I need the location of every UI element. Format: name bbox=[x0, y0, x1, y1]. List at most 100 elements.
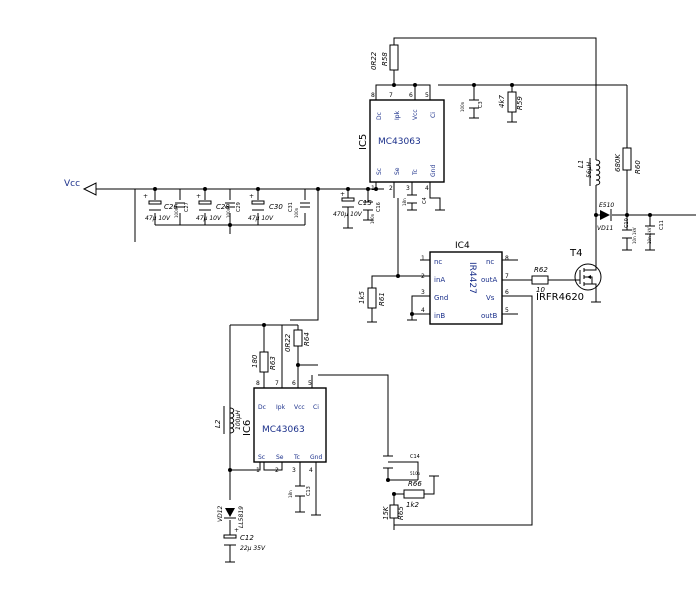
ic4-num-3: 3 bbox=[421, 289, 425, 296]
ic5-num-4: 4 bbox=[425, 185, 429, 192]
r66-ref: R66 bbox=[408, 480, 422, 488]
ic4-num-8: 8 bbox=[505, 255, 509, 262]
c3-ref: C3 bbox=[478, 101, 484, 108]
ic5-pin-dc: Dc bbox=[376, 112, 383, 120]
c3-val: 100n bbox=[460, 101, 465, 112]
ic4-num-1: 1 bbox=[421, 255, 425, 262]
ic4-part: IR4427 bbox=[467, 262, 477, 294]
c10-ref: C10 bbox=[624, 218, 630, 228]
c4-ref: C4 bbox=[422, 197, 428, 204]
ic4-pin-nc8: nc bbox=[486, 258, 494, 266]
c11-ref: C11 bbox=[659, 220, 665, 230]
ic4: IC4 IR4427 nc inA Gnd inB nc outA Vs out… bbox=[421, 241, 509, 325]
svg-text:+: + bbox=[249, 193, 254, 200]
ic5-num-2: 2 bbox=[389, 185, 393, 192]
resistor-r64: R64 0R22 bbox=[284, 329, 311, 352]
c11-val: 10n 1kV bbox=[647, 227, 652, 244]
l1-val: 56µH bbox=[586, 162, 593, 178]
c30-ref: C30 bbox=[269, 203, 283, 211]
ic5-num-1: 1 bbox=[371, 185, 375, 192]
vd12-val: LL5819 bbox=[238, 506, 245, 528]
ic6-pin-sc: Sc bbox=[258, 454, 265, 461]
ic4-pin-vs: Vs bbox=[486, 294, 495, 302]
l1-ref: L1 bbox=[577, 160, 585, 168]
r62-val: 10 bbox=[536, 286, 545, 294]
svg-text:+: + bbox=[340, 191, 345, 198]
cap-c29: C29 100n bbox=[225, 202, 242, 218]
c14-ref: C14 bbox=[410, 454, 420, 460]
cap-c15: + C15 470µ 10V bbox=[333, 191, 372, 229]
ic6-num-1: 1 bbox=[256, 467, 260, 474]
ic6-pin-se: Se bbox=[276, 454, 284, 461]
resistor-r65: R65 15K bbox=[382, 504, 405, 520]
resistor-r66: R66 1k2 bbox=[403, 480, 425, 509]
cap-c26: + C26 47µ 10V bbox=[143, 193, 178, 222]
vd11-ref: VD11 bbox=[597, 225, 613, 232]
ic5-pin-gnd: Gnd bbox=[430, 165, 437, 177]
ic6-num-4: 4 bbox=[309, 467, 313, 474]
c26-ref: C26 bbox=[164, 203, 178, 211]
ic6-pin-dc: Dc bbox=[258, 404, 266, 411]
ic5-pin-vcc: Vcc bbox=[412, 109, 419, 120]
r60-val: 680K bbox=[614, 153, 622, 172]
cap-c13: C13 18n bbox=[288, 485, 321, 516]
r61-val: 1k5 bbox=[358, 290, 366, 304]
resistor-r62: R62 10 bbox=[531, 266, 549, 294]
c14-val: 510p bbox=[410, 471, 421, 476]
ic6-num-7: 7 bbox=[275, 380, 279, 387]
cap-c3: C3 100n bbox=[460, 99, 484, 119]
ic6-pin-ipk: Ipk bbox=[276, 404, 286, 411]
r65-val: 15K bbox=[382, 505, 390, 520]
c29-val: 100n bbox=[226, 207, 231, 218]
c30-val: 47µ 10V bbox=[248, 215, 274, 222]
r66-val: 1k2 bbox=[406, 501, 420, 509]
ic6-ref: IC6 bbox=[242, 420, 253, 436]
ic5: IC5 MC43063 Dc Ipk Vcc Ci Sc Se Tc Gnd 8… bbox=[358, 92, 445, 192]
ic5-pin-tc: Tc bbox=[412, 169, 419, 176]
c29-ref: C29 bbox=[236, 202, 242, 212]
r65-ref: R65 bbox=[397, 506, 405, 520]
cap-c27: C27 100n bbox=[174, 202, 190, 218]
vcc-terminal: Vcc bbox=[64, 179, 97, 196]
svg-text:+: + bbox=[234, 527, 239, 534]
t4-part: IRFR4620 bbox=[536, 292, 584, 303]
c28-val: 47µ 10V bbox=[196, 215, 222, 222]
vd11-val: E510 bbox=[599, 202, 614, 209]
ic5-num-6: 6 bbox=[409, 92, 413, 99]
ic6-num-2: 2 bbox=[275, 467, 279, 474]
r63-ref: R63 bbox=[269, 356, 277, 370]
c27-ref: C27 bbox=[184, 202, 190, 212]
ic5-part: MC43063 bbox=[378, 137, 421, 147]
ic4-num-6: 6 bbox=[505, 289, 509, 296]
c4-val: 18n bbox=[402, 198, 407, 206]
cap-c30: + C30 47µ 10V bbox=[248, 193, 283, 222]
diode-vd11: VD11 E510 bbox=[597, 202, 614, 232]
ic4-num-4: 4 bbox=[421, 307, 425, 314]
ic5-pin-sc: Sc bbox=[376, 168, 383, 175]
c13-val: 18n bbox=[288, 490, 293, 498]
ic6: IC6 MC43063 Dc Ipk Vcc Ci Sc Se Tc Gnd 8… bbox=[242, 380, 327, 474]
c31-val: 100n bbox=[294, 207, 299, 218]
ic6-num-8: 8 bbox=[256, 380, 260, 387]
ic4-pin-outb: outB bbox=[481, 312, 497, 320]
ic5-pin-ci: Ci bbox=[430, 112, 437, 118]
ic6-pin-tc: Tc bbox=[293, 454, 300, 461]
c16-ref: C16 bbox=[376, 202, 382, 212]
ic5-num-5: 5 bbox=[425, 92, 429, 99]
ic5-num-7: 7 bbox=[389, 92, 393, 99]
resistor-r61: R61 1k5 bbox=[358, 287, 386, 323]
diode-vd12: VD12 LL5819 bbox=[217, 505, 245, 528]
c15-ref: C15 bbox=[358, 199, 372, 207]
ic6-pin-vcc: Vcc bbox=[294, 404, 305, 411]
c12-ref: C12 bbox=[240, 534, 254, 542]
vcc-label: Vcc bbox=[64, 179, 80, 189]
c16-val: 100n bbox=[370, 213, 375, 224]
cap-c14: C14 510p bbox=[383, 454, 421, 480]
ic4-num-2: 2 bbox=[421, 273, 425, 280]
r58-val: 0R22 bbox=[370, 51, 378, 70]
resistor-r63: R63 180 bbox=[251, 351, 277, 373]
cap-c4: C4 18n bbox=[402, 194, 428, 211]
ic5-pin-ipk: Ipk bbox=[394, 110, 401, 120]
ic4-ref: IC4 bbox=[455, 241, 470, 251]
c15-val: 470µ 10V bbox=[333, 211, 363, 218]
